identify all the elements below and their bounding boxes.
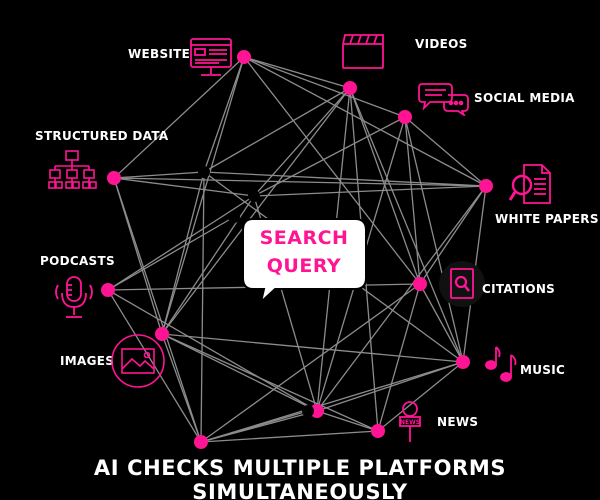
network-junction-k4	[302, 405, 314, 417]
network-edge	[243, 56, 351, 89]
search-query-line2: QUERY	[266, 255, 342, 277]
label-citations: CITATIONS	[482, 282, 556, 296]
network-edge	[419, 283, 464, 363]
network-edge	[200, 361, 464, 443]
network-nodes	[101, 50, 493, 449]
network-edge	[200, 410, 309, 443]
network-edge	[200, 171, 205, 443]
network-node-soc	[398, 110, 412, 124]
network-edge	[161, 333, 318, 412]
network-edge	[200, 283, 421, 443]
network-node-str	[107, 171, 121, 185]
network-edge	[161, 333, 202, 443]
network-node-cit	[413, 277, 427, 291]
hierarchy-chart-icon	[48, 150, 97, 189]
label-social-media: SOCIAL MEDIA	[474, 91, 575, 105]
news-microphone-icon: NEWS	[399, 401, 421, 442]
clapperboard-icon	[342, 34, 384, 69]
network-junction-k1	[198, 166, 210, 178]
network-edge	[113, 177, 202, 443]
network-edge	[377, 283, 421, 432]
footer-caption: AI CHECKS MULTIPLE PLATFORMS SIMULTANEOU…	[93, 456, 507, 500]
search-query-bubble	[242, 218, 367, 304]
network-edge	[161, 333, 379, 432]
network-node-wp	[479, 179, 493, 193]
network-edge	[113, 177, 255, 197]
microphone-icon	[55, 276, 93, 318]
network-edge	[243, 56, 487, 187]
network-node-vid	[343, 81, 357, 95]
network-edges	[107, 56, 487, 443]
label-podcasts: PODCASTS	[40, 254, 115, 268]
label-videos: VIDEOS	[415, 37, 468, 51]
network-edge	[161, 171, 205, 335]
network-node-b1	[310, 404, 324, 418]
label-website: WEBSITE	[128, 47, 191, 61]
network-edge	[203, 56, 245, 173]
network-edge	[203, 171, 487, 187]
network-junction-k2	[248, 190, 260, 202]
network-edge	[161, 56, 245, 335]
network-edge	[253, 87, 351, 197]
label-images: IMAGES	[60, 354, 115, 368]
label-white-papers: WHITE PAPERS	[495, 212, 599, 226]
search-query-text: SEARCH QUERY	[241, 224, 367, 280]
chat-bubbles-icon	[418, 83, 469, 116]
network-edge	[113, 56, 245, 179]
network-edge	[200, 430, 379, 443]
search-query-line1: SEARCH	[259, 227, 349, 249]
network-edge	[404, 116, 487, 187]
network-node-b2	[194, 435, 208, 449]
label-news: NEWS	[437, 415, 479, 429]
network-node-news	[371, 424, 385, 438]
network-edge	[404, 116, 421, 285]
network-node-pod	[101, 283, 115, 297]
network-edge	[161, 87, 351, 335]
network-edge	[253, 116, 406, 197]
network-edge	[243, 56, 421, 285]
network-edge	[419, 185, 487, 285]
network-node-web	[237, 50, 251, 64]
network-edge	[113, 177, 487, 187]
network-edge	[107, 195, 255, 291]
label-structured-data: STRUCTURED DATA	[35, 129, 169, 143]
citation-badge-icon	[439, 261, 485, 307]
svg-text:NEWS: NEWS	[400, 419, 420, 426]
network-edge	[404, 116, 464, 363]
network-edge	[349, 87, 464, 363]
music-notes-icon	[485, 346, 517, 382]
network-edge	[253, 185, 487, 197]
network-edge	[203, 87, 351, 173]
picture-icon	[111, 334, 165, 388]
network-junction-k3	[228, 211, 240, 223]
network-edge	[377, 361, 464, 432]
network-node-mus	[456, 355, 470, 369]
network-edge	[161, 333, 464, 363]
document-magnifier-icon	[508, 164, 551, 204]
network-edge	[316, 410, 379, 432]
network-edge	[113, 171, 205, 179]
network-edge	[107, 216, 235, 291]
label-music: MUSIC	[520, 363, 566, 377]
network-edge	[243, 56, 406, 118]
network-edge	[316, 361, 464, 412]
network-edge	[316, 185, 487, 412]
network-edge	[107, 289, 318, 412]
network-node-img	[155, 327, 169, 341]
browser-window-icon	[190, 38, 232, 76]
